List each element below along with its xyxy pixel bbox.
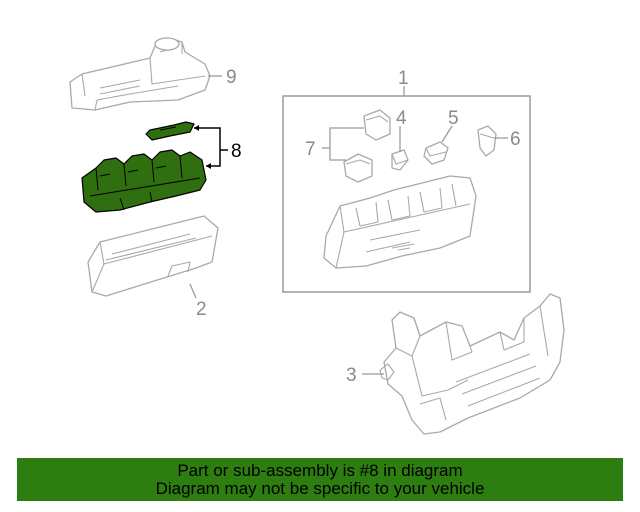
leader-7 [322, 127, 364, 161]
callout-7[interactable]: 7 [305, 139, 316, 160]
part-3-lower-tray[interactable] [379, 293, 565, 435]
leader-5 [441, 125, 453, 143]
banner-line-2: Diagram may not be specific to your vehi… [155, 478, 485, 498]
callout-5[interactable]: 5 [448, 108, 459, 129]
callout-6[interactable]: 6 [510, 129, 521, 150]
part-1-fuse-block[interactable] [323, 175, 477, 269]
callout-1[interactable]: 1 [398, 68, 409, 89]
callout-8[interactable]: 8 [231, 141, 242, 162]
parts-diagram: 9 1 4 5 6 7 8 2 3 [69, 37, 565, 435]
part-8-fuse-block[interactable] [81, 149, 207, 213]
callout-3[interactable]: 3 [346, 365, 357, 386]
part-1-group-frame [282, 95, 531, 293]
part-8-small-cover[interactable] [145, 121, 195, 141]
part-9-cover[interactable] [69, 37, 211, 111]
part-4-relay[interactable] [391, 149, 409, 171]
banner-line-1: Part or sub-assembly is #8 in diagram [177, 460, 463, 480]
callout-2[interactable]: 2 [196, 299, 207, 320]
info-banner: Part or sub-assembly is #8 in diagram Di… [17, 458, 623, 501]
part-6-relay[interactable] [477, 125, 497, 157]
part-5-relay[interactable] [423, 141, 449, 165]
part-7-relays[interactable] [343, 109, 391, 183]
leader-lines [189, 75, 508, 375]
callout-4[interactable]: 4 [396, 108, 407, 129]
leader-8 [194, 127, 228, 167]
part-2-lower-cover[interactable] [87, 215, 219, 297]
leader-2 [189, 283, 197, 299]
callout-9[interactable]: 9 [226, 67, 237, 88]
